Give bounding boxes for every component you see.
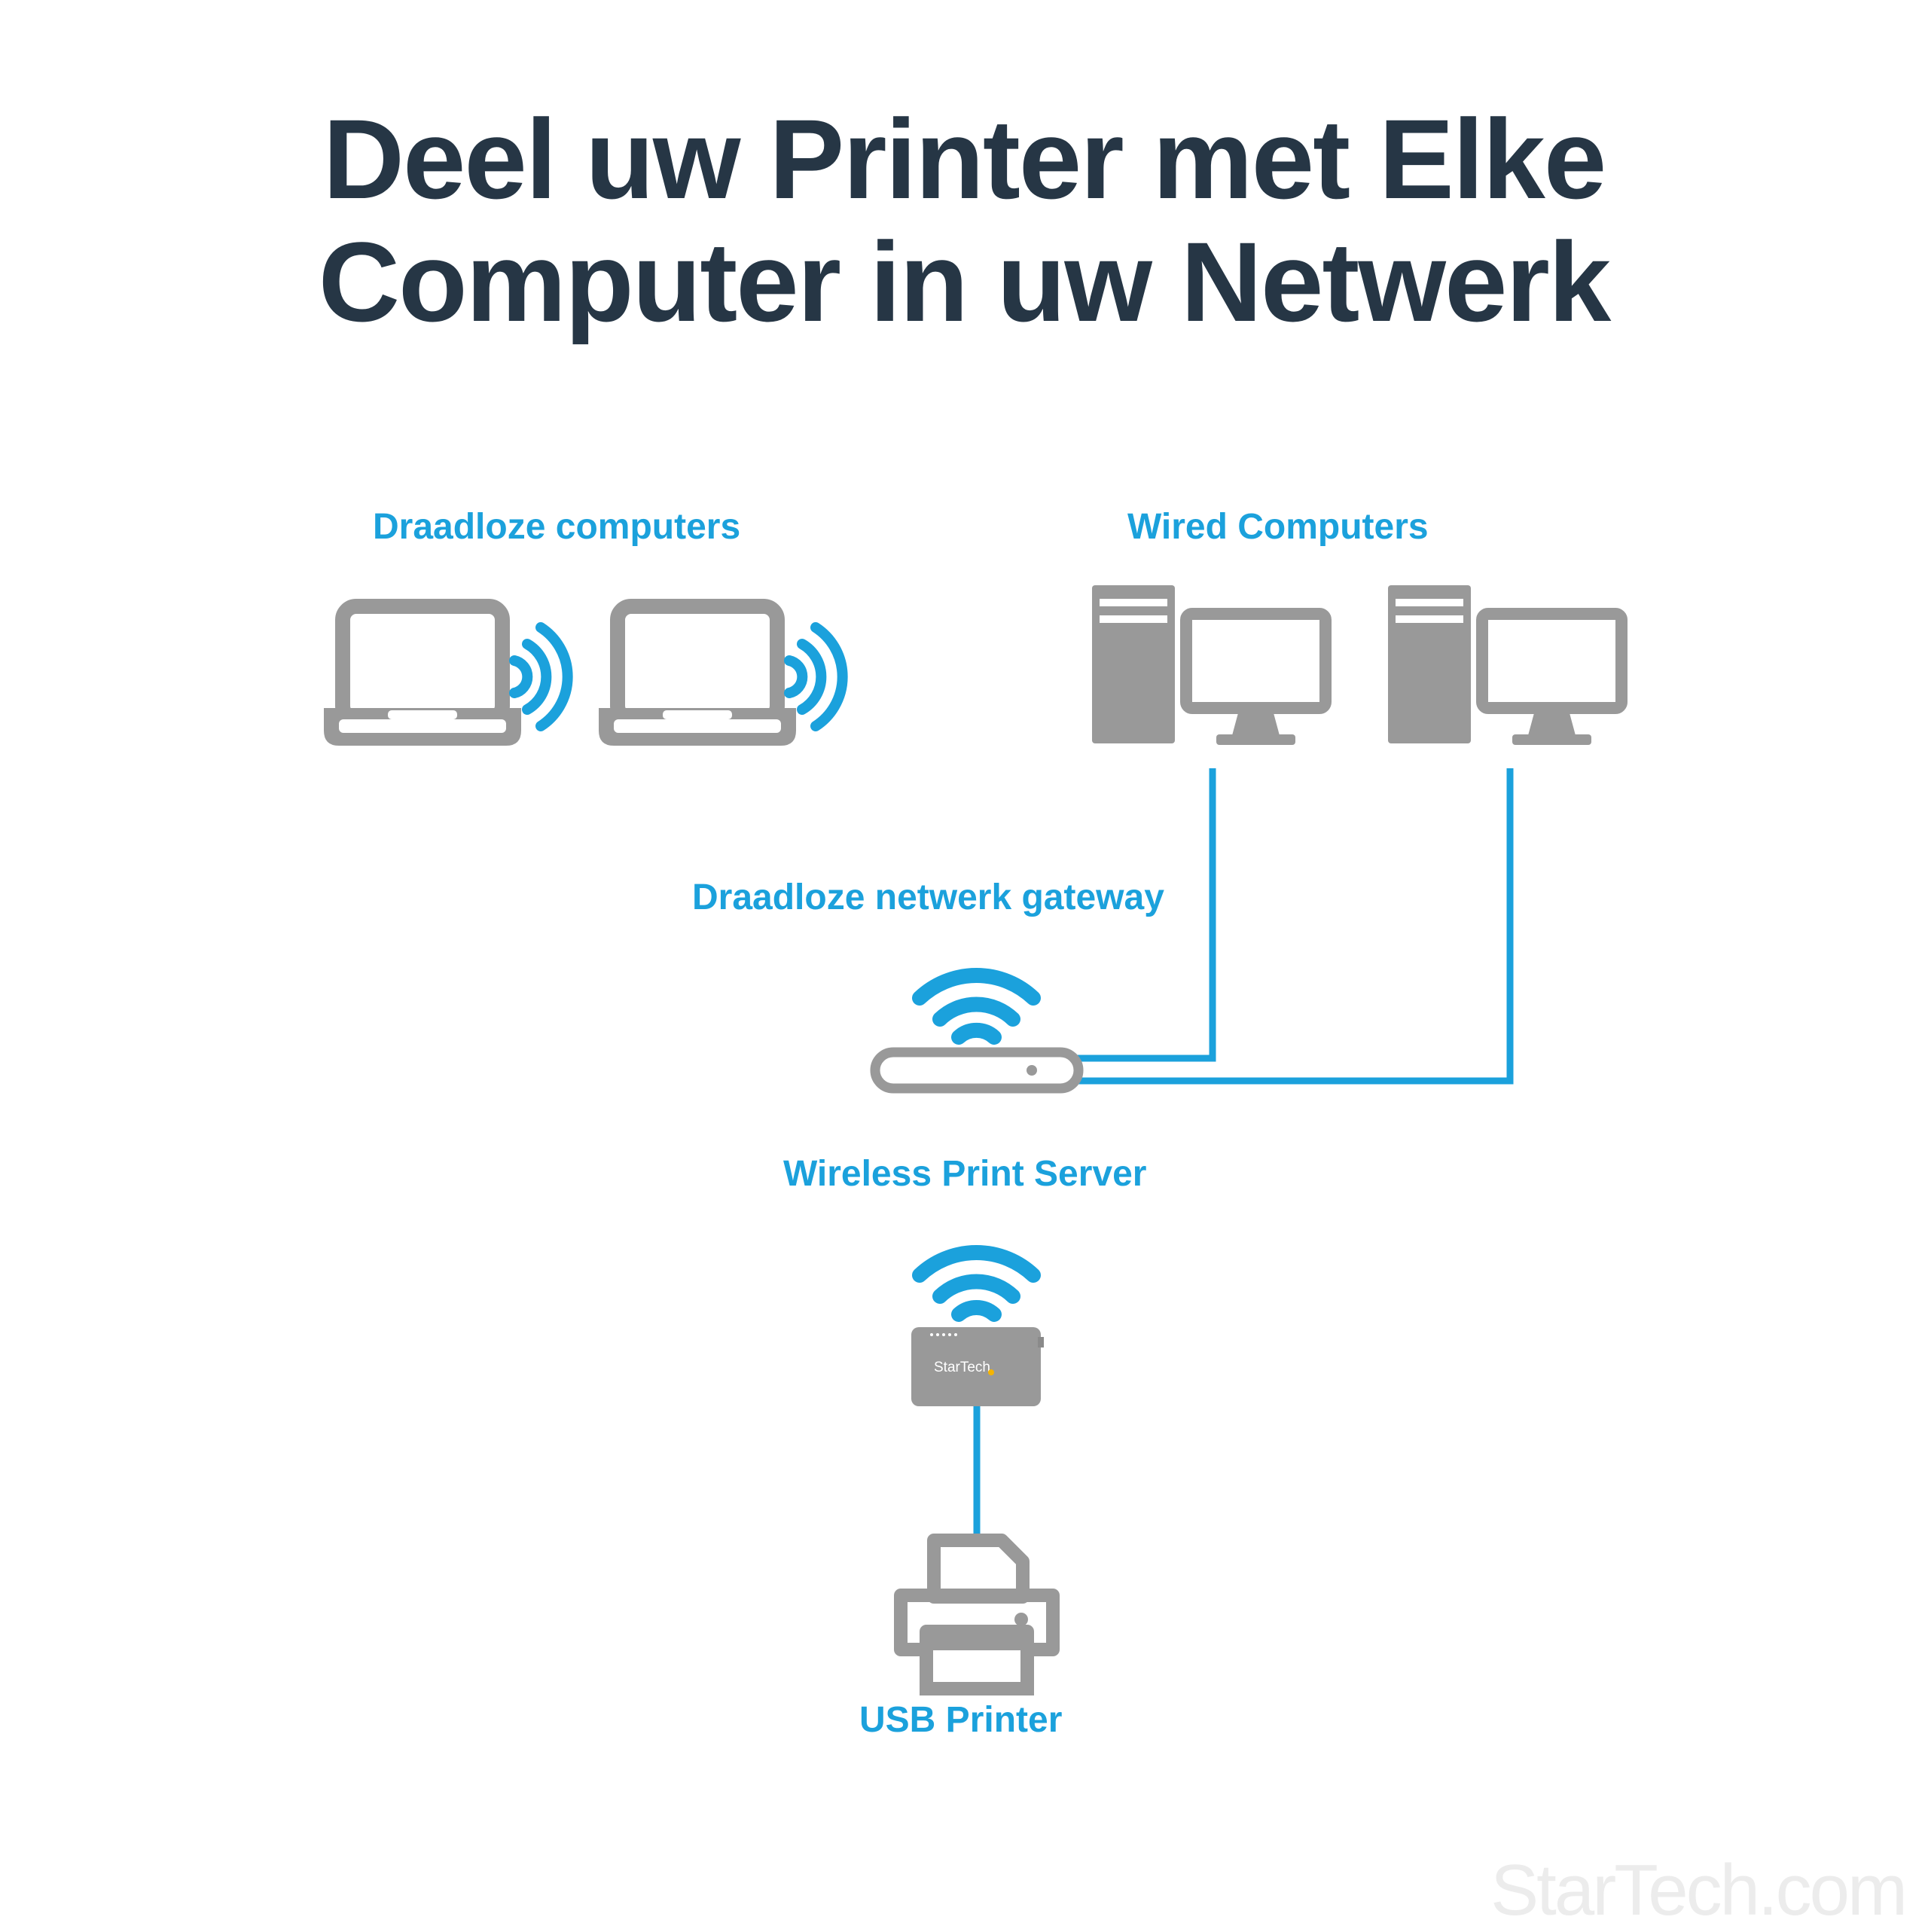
page-title: Deel uw Printer met Elke Computer in uw …: [0, 98, 1928, 343]
laptop-icon: [324, 599, 521, 746]
title-line-1: Deel uw Printer met Elke: [322, 96, 1607, 222]
startech-watermark-logo: StarTech.com: [1490, 1850, 1908, 1930]
wire-to-desktop-2: [1077, 768, 1514, 1085]
wired-connection-lines: [973, 768, 1514, 1540]
gateway-label: Draadloze netwerk gateway: [692, 877, 1164, 917]
wired-computers-label: Wired Computers: [1127, 507, 1429, 547]
printer-icon: [894, 1534, 1060, 1695]
wifi-icon: [912, 968, 1041, 1045]
desktop-tower-icon: [1092, 585, 1175, 743]
wire-to-desktop-1: [1077, 768, 1216, 1062]
wifi-waves-icon: [784, 622, 848, 731]
wifi-icon: [912, 1245, 1041, 1322]
wifi-waves-icon: [509, 622, 573, 731]
laptop-icon: [599, 599, 796, 746]
title-line-2: Computer in uw Netwerk: [318, 218, 1612, 345]
usb-printer-label: USB Printer: [859, 1700, 1063, 1740]
monitor-icon: [1180, 608, 1332, 745]
wireless-computers-label: Draadloze computers: [373, 507, 741, 547]
desktop-tower-icon: [1388, 585, 1471, 743]
monitor-icon: [1476, 608, 1628, 745]
print-server-icon: StarTech: [911, 1327, 1044, 1406]
print-server-label: Wireless Print Server: [783, 1154, 1147, 1194]
router-icon: [870, 1047, 1084, 1094]
device-brand-text: StarTech: [934, 1360, 990, 1375]
